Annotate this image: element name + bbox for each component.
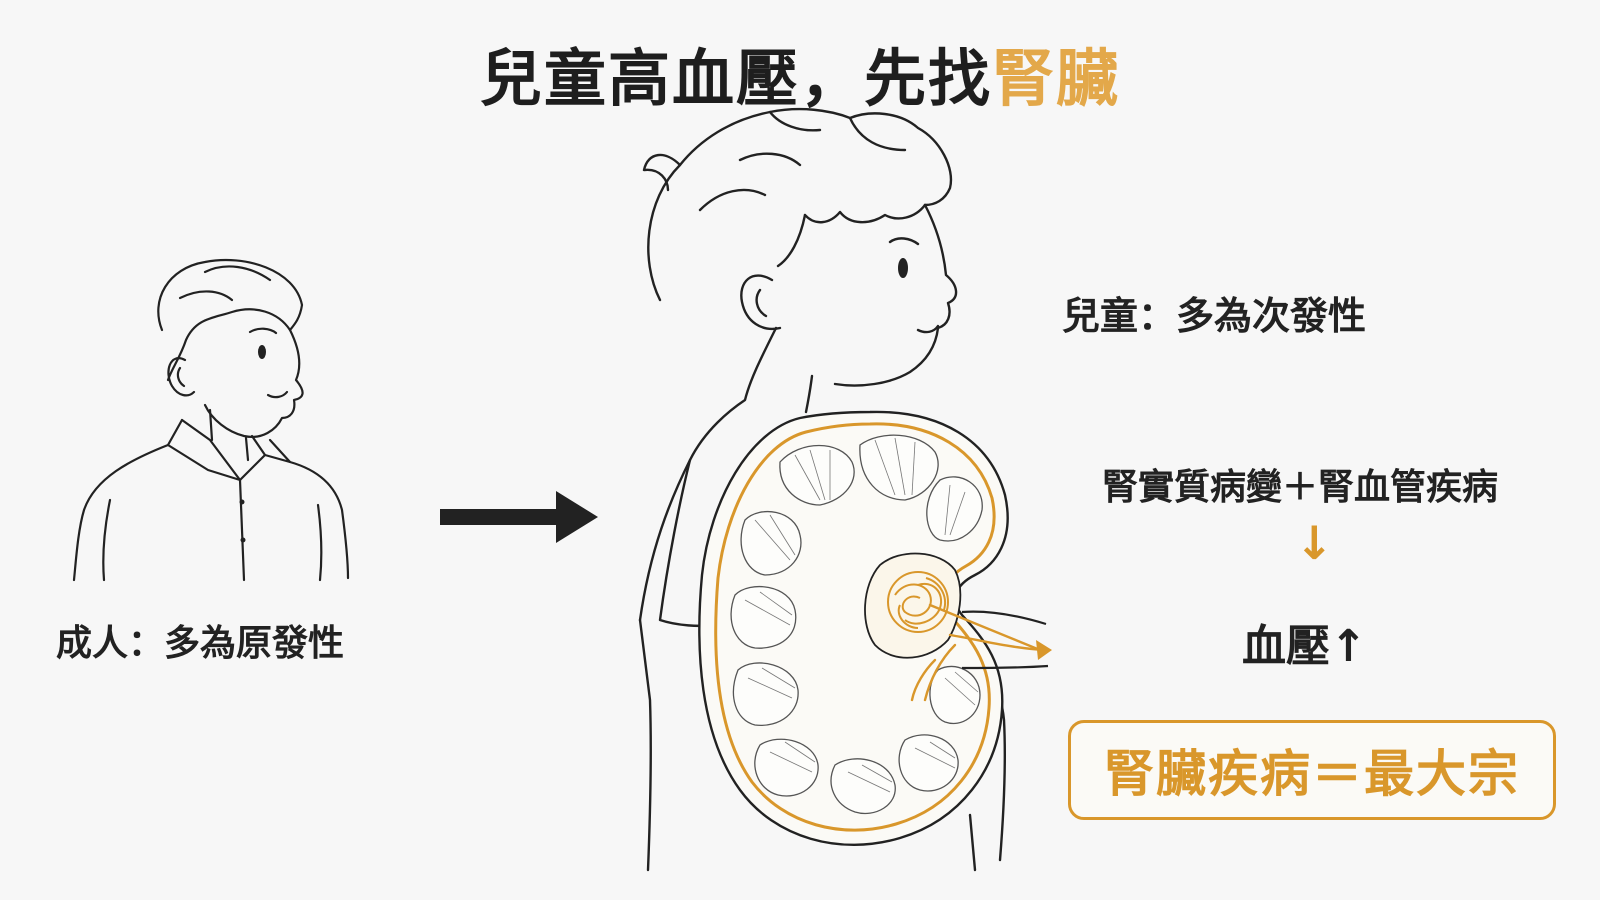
cause-label: 腎實質病變＋腎血管疾病 bbox=[1102, 467, 1499, 508]
adult-figure bbox=[72, 258, 350, 582]
progression-arrow bbox=[440, 491, 598, 543]
conclusion-text: 腎臟疾病＝最大宗 bbox=[1104, 745, 1520, 803]
kidney-cross-section bbox=[698, 410, 1052, 846]
title-main: 兒童高血壓，先找 bbox=[479, 42, 992, 115]
title-accent: 腎臟 bbox=[992, 42, 1121, 115]
page-title: 兒童高血壓，先找腎臟 bbox=[0, 28, 1600, 118]
child-figure bbox=[638, 107, 1006, 872]
adult-label: 成人：多為原發性 bbox=[56, 623, 345, 664]
conclusion-box: 腎臟疾病＝最大宗 bbox=[1068, 720, 1556, 820]
child-label: 兒童：多為次發性 bbox=[1062, 294, 1367, 338]
blood-pressure-label: 血壓↑ bbox=[1242, 621, 1367, 672]
down-arrow-icon: ↓ bbox=[1295, 516, 1334, 570]
